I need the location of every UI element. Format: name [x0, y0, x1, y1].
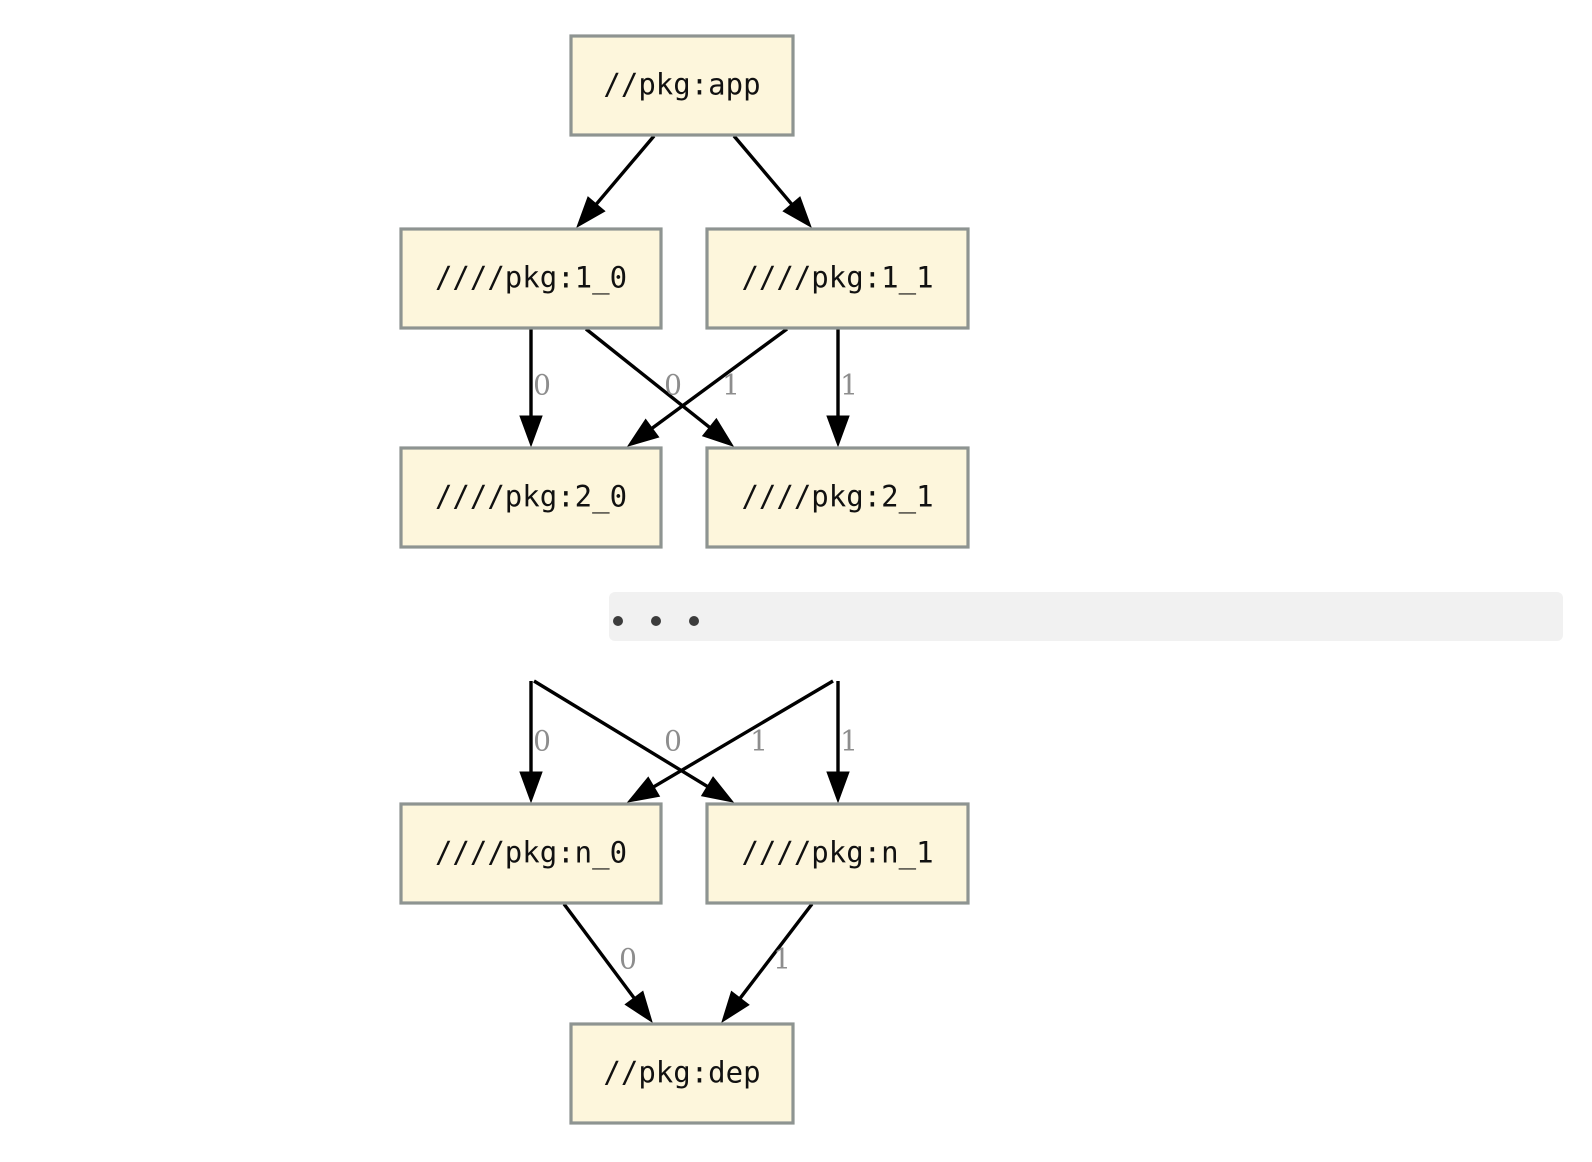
node-label: ////pkg:2_0 — [435, 480, 627, 515]
node-box[interactable] — [569, 34, 795, 137]
edge-arrowhead — [701, 417, 735, 447]
truncation-separator — [609, 592, 1563, 641]
edge-line — [562, 902, 640, 1004]
node-box[interactable] — [705, 446, 970, 549]
edge-line — [735, 902, 814, 1004]
edge-label: 0 — [664, 725, 682, 758]
edge-arrowhead — [626, 418, 660, 447]
edge-label: 1 — [773, 943, 791, 976]
edge-arrowhead — [624, 990, 653, 1024]
node-box[interactable] — [399, 227, 663, 330]
edge-label: 1 — [722, 369, 740, 402]
edge-arrowhead — [626, 776, 661, 803]
edge-arrowhead — [782, 196, 812, 229]
node-dep[interactable]: //pkg:dep — [569, 1022, 795, 1125]
edge-arrowhead — [826, 771, 850, 804]
edge-label: 1 — [750, 725, 768, 758]
edges-layer — [519, 134, 850, 1024]
node-label: //pkg:dep — [603, 1056, 760, 1090]
edge-label: 1 — [840, 369, 858, 402]
edge-line — [591, 134, 656, 210]
truncation-dot — [689, 616, 699, 626]
edge-arrowhead — [826, 415, 850, 448]
edge-label: 0 — [533, 369, 551, 402]
edge-line — [646, 327, 789, 434]
node-app[interactable]: //pkg:app — [569, 34, 795, 137]
truncation-dot — [613, 616, 623, 626]
truncation-band — [609, 592, 1563, 641]
edge-label: 0 — [533, 725, 551, 758]
edge-label: 0 — [619, 943, 637, 976]
node-n2_1[interactable]: ////pkg:2_1 — [705, 446, 970, 549]
edge-label: 1 — [840, 725, 858, 758]
node-label: ////pkg:n_0 — [435, 836, 627, 871]
node-box[interactable] — [399, 802, 663, 905]
node-box[interactable] — [399, 446, 663, 549]
node-box[interactable] — [705, 227, 970, 330]
node-n1_0[interactable]: ////pkg:1_0 — [399, 227, 663, 330]
edge-labels-layer: 0 0 1 1 0 0 1 1 0 1 — [533, 369, 858, 976]
node-label: ////pkg:n_1 — [741, 836, 933, 871]
edge-line — [584, 327, 716, 433]
edge-arrowhead — [576, 196, 606, 229]
edge-arrowhead — [519, 771, 543, 804]
edge-arrowhead — [700, 776, 735, 803]
node-n1_1[interactable]: ////pkg:1_1 — [705, 227, 970, 330]
edge-arrowhead — [519, 415, 543, 448]
node-n2_0[interactable]: ////pkg:2_0 — [399, 446, 663, 549]
nodes-layer: //pkg:app ////pkg:1_0 ////pkg:1_1 ////pkg:2… — [399, 34, 970, 1125]
node-label: ////pkg:1_0 — [435, 261, 627, 296]
node-nn_1[interactable]: ////pkg:n_1 — [705, 802, 970, 905]
edge-line — [533, 679, 714, 791]
edge-arrowhead — [721, 990, 750, 1024]
edge-label: 0 — [664, 369, 682, 402]
edge-line — [732, 134, 797, 210]
node-label: ////pkg:2_1 — [741, 480, 933, 515]
node-label: ////pkg:1_1 — [741, 261, 933, 296]
node-box[interactable] — [705, 802, 970, 905]
node-nn_0[interactable]: ////pkg:n_0 — [399, 802, 663, 905]
node-label: //pkg:app — [603, 68, 760, 102]
edge-line — [647, 679, 834, 792]
truncation-dot — [651, 616, 661, 626]
node-box[interactable] — [569, 1022, 795, 1125]
